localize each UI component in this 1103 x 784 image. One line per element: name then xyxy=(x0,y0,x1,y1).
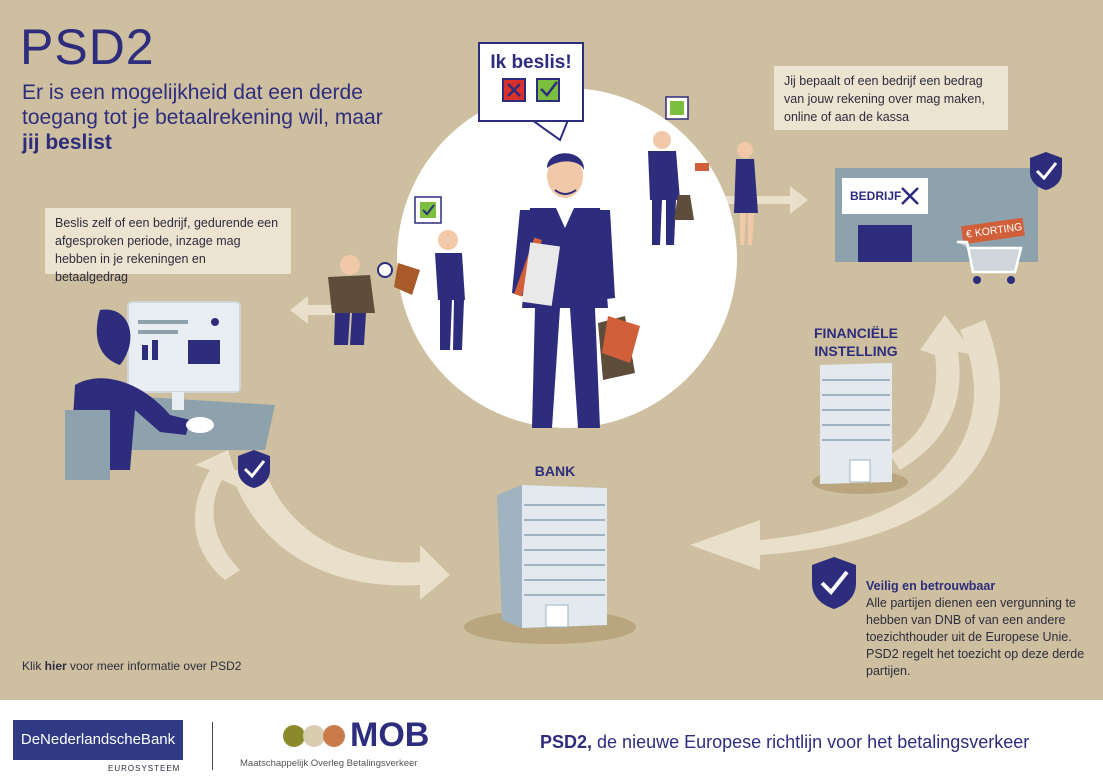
bedrijf-sign: BEDRIJF xyxy=(842,178,928,214)
cross-icon xyxy=(502,78,526,102)
safety-body: Alle partijen dienen een vergunning te h… xyxy=(866,596,1085,678)
computer-user-illustration xyxy=(65,301,275,480)
footer-tagline: PSD2, de nieuwe Europese richtlijn voor … xyxy=(540,732,1029,753)
magnifier-icon xyxy=(377,262,393,278)
arrow-to-financial xyxy=(890,315,975,470)
payment-illustration xyxy=(648,96,758,245)
tagline-rest: de nieuwe Europese richtlijn voor het be… xyxy=(592,732,1030,752)
mob-logo[interactable]: MOB xyxy=(350,716,430,754)
shopping-cart-icon xyxy=(957,240,1023,284)
check-icon xyxy=(670,101,684,115)
korting-label: KORTING xyxy=(974,220,1023,240)
more-info-pre: Klik xyxy=(22,659,45,673)
footer: DeNederlandscheBank EUROSYSTEEM MOB Maat… xyxy=(0,700,1103,784)
shop-door xyxy=(858,225,912,262)
financial-institution-illustration xyxy=(812,363,908,494)
financial-institution-label: FINANCIËLE INSTELLING xyxy=(814,325,898,359)
page-subtitle: Er is een mogelijkheid dat een derde toe… xyxy=(22,80,402,155)
page-title: PSD2 xyxy=(20,19,155,75)
safety-heading: Veilig en betrouwbaar xyxy=(866,579,996,593)
bank-building-illustration xyxy=(464,485,636,644)
speech-bubble-text: Ik beslis! xyxy=(490,52,572,73)
shield-check-icon xyxy=(812,557,856,609)
shield-check-icon xyxy=(238,450,270,488)
subtitle-text: Er is een mogelijkheid dat een derde toe… xyxy=(22,81,383,129)
inspection-illustration xyxy=(328,196,465,350)
more-info-link[interactable]: hier xyxy=(44,659,67,673)
bedrijf-label: BEDRIJF xyxy=(850,189,902,203)
check-icon xyxy=(536,78,560,102)
footer-divider xyxy=(212,722,213,770)
mob-subtitle: Maatschappelijk Overleg Betalingsverkeer xyxy=(240,758,418,769)
shield-check-icon xyxy=(1030,152,1062,190)
note-payment: Jij bepaalt of een bedrijf een bedrag va… xyxy=(774,66,1008,130)
cross-icon xyxy=(901,187,919,205)
more-info-text: Klik hier voor meer informatie over PSD2 xyxy=(22,659,241,673)
decision-icons xyxy=(502,78,560,102)
speech-bubble: Ik beslis! xyxy=(478,42,584,122)
tagline-bold: PSD2, xyxy=(540,732,593,752)
arrow-to-bank xyxy=(230,470,450,600)
dnb-subtitle: EUROSYSTEEM xyxy=(108,764,181,773)
safety-note: Veilig en betrouwbaar Alle partijen dien… xyxy=(866,578,1103,680)
subtitle-emphasis: jij beslist xyxy=(22,131,112,154)
arrow-to-bank-right xyxy=(690,320,1001,570)
more-info-post: voor meer informatie over PSD2 xyxy=(66,659,242,673)
cycle-arrows xyxy=(194,186,1001,600)
arrow-to-computer xyxy=(194,450,240,580)
arrow-to-computer-left xyxy=(290,296,350,324)
note-insight: Beslis zelf of een bedrijf, gedurende ee… xyxy=(45,208,291,284)
infographic: PSD2 Er is een mogelijkheid dat een derd… xyxy=(0,0,1103,700)
mob-circles-icon xyxy=(283,725,345,747)
arrow-to-shop xyxy=(718,186,808,214)
bank-label: BANK xyxy=(534,463,576,479)
dnb-logo[interactable]: DeNederlandscheBank xyxy=(13,720,183,760)
check-icon xyxy=(420,202,436,218)
man-deciding-illustration xyxy=(512,153,640,428)
